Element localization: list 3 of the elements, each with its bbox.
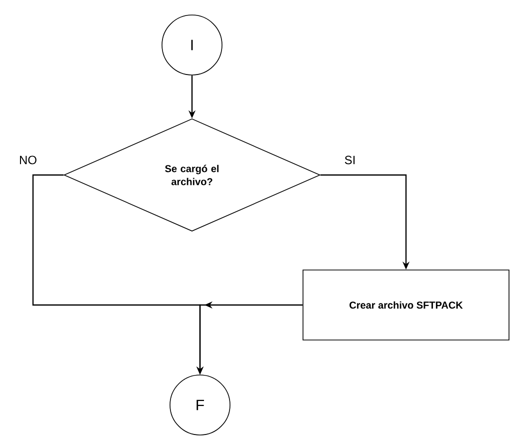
edge-label: SI (343, 154, 357, 166)
edge-label: NO (18, 154, 38, 166)
process-box: Crear archivo SFTPACK (302, 270, 510, 340)
